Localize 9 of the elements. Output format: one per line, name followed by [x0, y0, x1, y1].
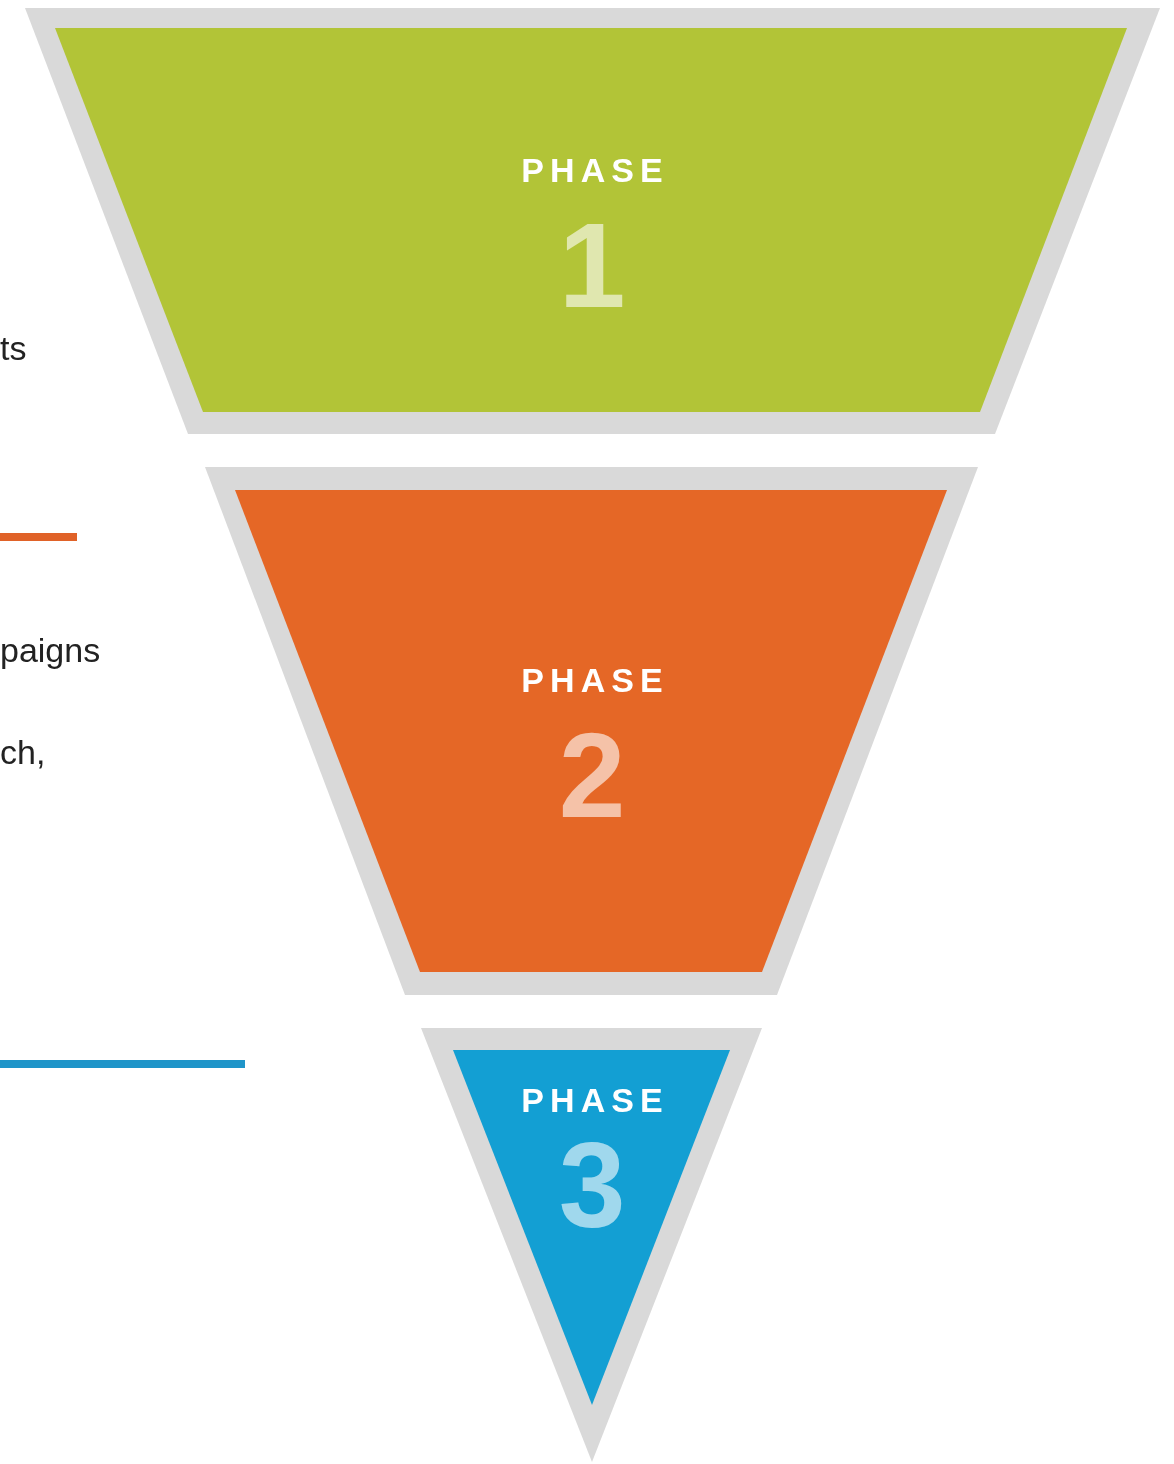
phase-label: PHASE — [520, 663, 669, 697]
phase-number: 3 — [558, 1125, 626, 1245]
phase-number: 1 — [558, 205, 626, 325]
text-fragment: ts — [0, 331, 27, 365]
phase-label: PHASE — [520, 153, 669, 187]
text-fragment: paigns — [0, 633, 101, 667]
phase-label: PHASE — [520, 1083, 669, 1117]
phase-number: 2 — [558, 715, 626, 835]
text-fragment: ch, — [0, 735, 46, 769]
